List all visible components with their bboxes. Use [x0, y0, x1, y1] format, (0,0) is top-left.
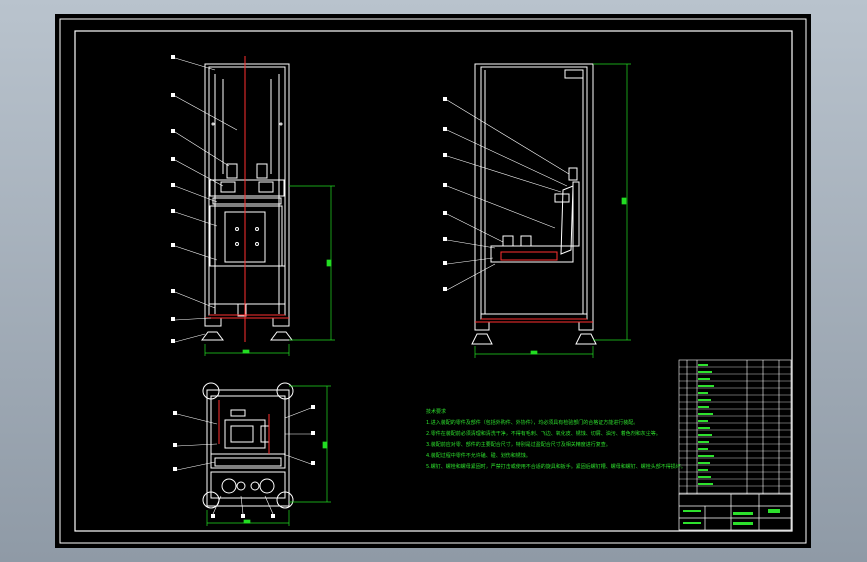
top-view-dimensions — [206, 385, 331, 526]
notes-line: 5.螺钉、螺栓和螺母紧固时，严禁打击或使用不合适的旋具和扳手。紧固后螺钉槽、螺母… — [426, 464, 686, 470]
side-view-highlights — [475, 251, 593, 323]
parts-list-entries — [698, 364, 714, 485]
technical-notes: 技术要求 1.进入装配的零件及部件（包括外购件、外协件），均必须具有检验部门的合… — [426, 407, 696, 473]
cad-drawing — [59, 18, 807, 544]
side-view — [471, 63, 597, 345]
front-view-leaders — [174, 57, 238, 343]
parts-list-rows — [679, 366, 791, 494]
side-view-dimensions — [474, 63, 631, 358]
notes-line: 4.装配过程中零件不允许磕、碰、划伤和锈蚀。 — [426, 453, 531, 459]
notes-heading: 技术要求 — [426, 409, 447, 415]
title-block — [678, 493, 792, 531]
front-view — [201, 63, 293, 341]
side-view-leaders — [446, 99, 570, 291]
drawing-sheet: 技术要求 1.进入装配的零件及部件（包括外购件、外协件），均必须具有检验部门的合… — [55, 14, 811, 548]
top-view-highlights — [218, 400, 270, 454]
title-block-marks — [683, 509, 780, 525]
top-view-leaders — [176, 407, 312, 515]
notes-line: 2.零件在装配前必须清理和清洗干净，不得有毛刺、飞边、氧化皮、锈蚀、切屑、油污、… — [426, 431, 661, 437]
top-view-callouts — [173, 405, 315, 518]
front-view-callouts — [171, 55, 175, 343]
inner-border — [74, 30, 793, 532]
front-view-highlights — [205, 56, 289, 342]
notes-line: 1.进入装配的零件及部件（包括外购件、外协件），均必须具有检验部门的合格证方能进… — [426, 420, 639, 426]
notes-line: 3.装配前应对零、部件的主要配合尺寸，特别是过盈配合尺寸及相关精度进行复查。 — [426, 442, 611, 448]
top-view — [202, 382, 294, 509]
front-view-dimensions — [204, 185, 335, 356]
side-view-callouts — [443, 97, 447, 291]
outer-border — [59, 18, 807, 544]
